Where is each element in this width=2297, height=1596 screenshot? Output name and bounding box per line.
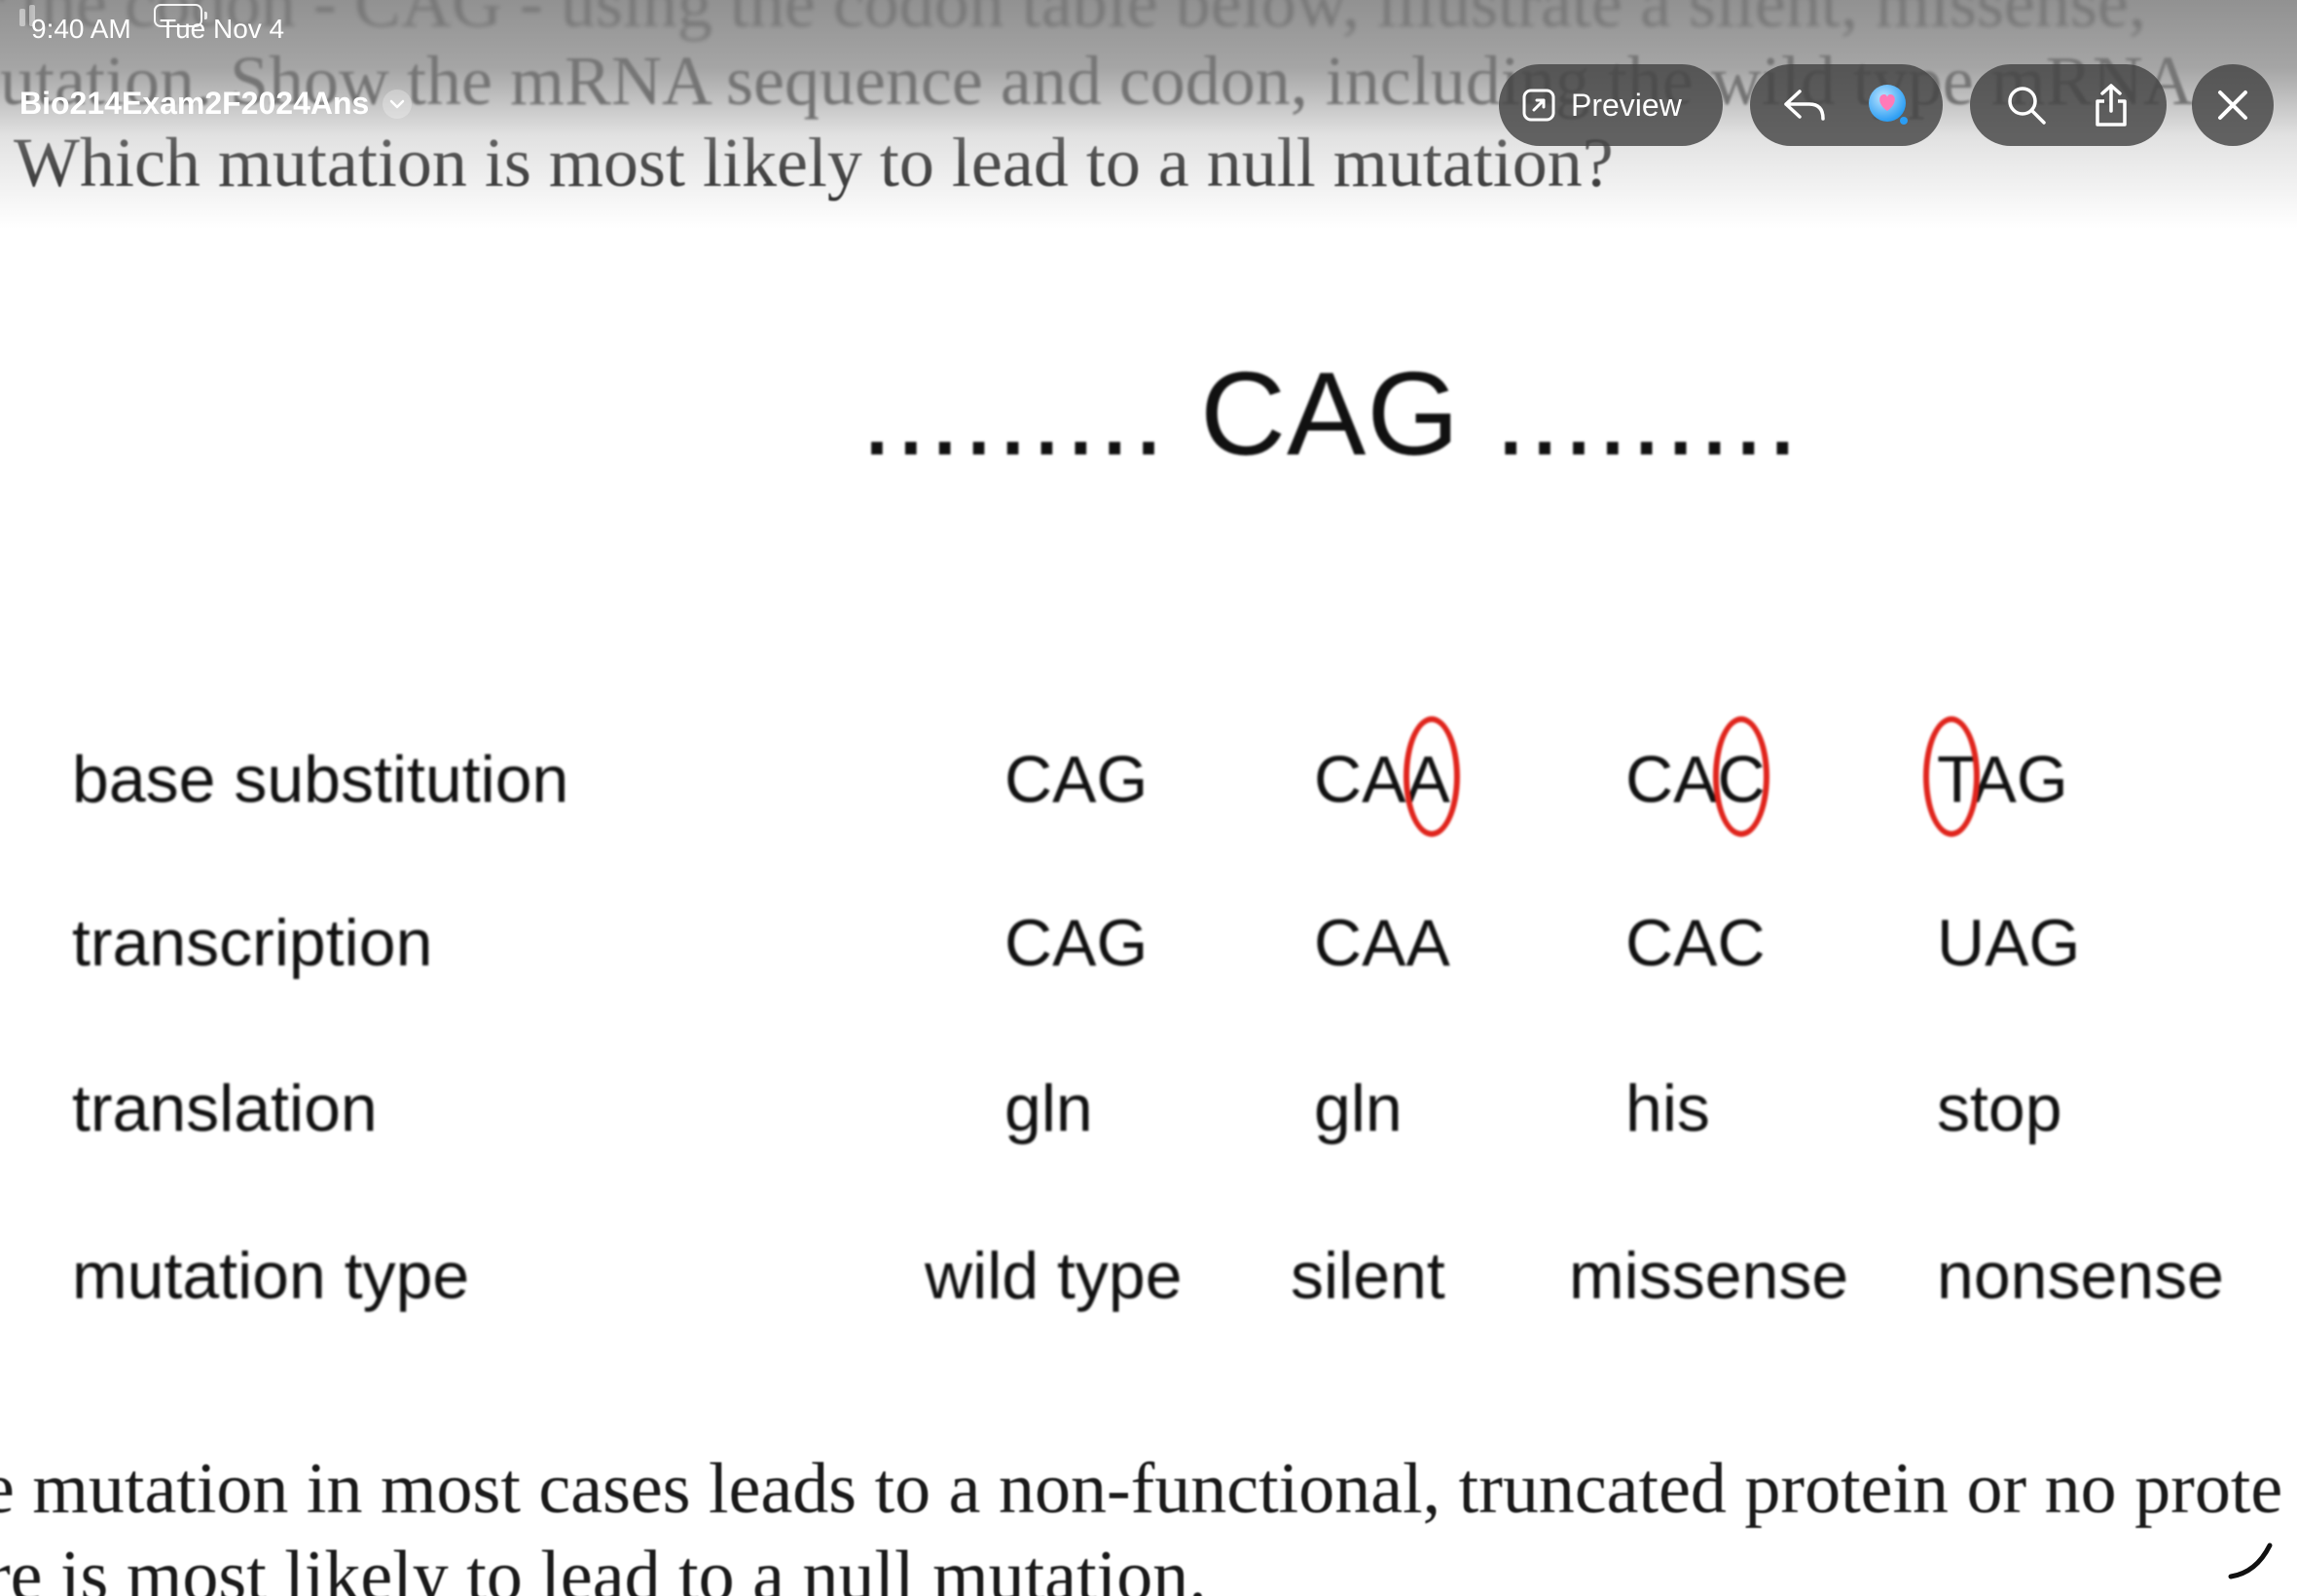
- cell-transcription-wild: CAG: [1004, 906, 1148, 980]
- cell-type-silent: silent: [1291, 1239, 1445, 1313]
- row-label-transcription: transcription: [72, 906, 433, 980]
- question-text-line-3: Which mutation is most likely to lead to…: [14, 124, 1614, 201]
- cell-type-wild: wild type: [925, 1239, 1183, 1313]
- share-button[interactable]: [2080, 74, 2142, 136]
- document-title-menu[interactable]: Bio214Exam2F2024Ans: [19, 86, 413, 122]
- mutation-slide: ......... CAG ......... base substitutio…: [0, 224, 2297, 1392]
- question-text-line-1: r the codon - CAG - using the codon tabl…: [0, 0, 2146, 42]
- row-label-base-substitution: base substitution: [72, 743, 569, 816]
- status-time: 9:40 AM: [31, 14, 131, 44]
- status-date: Tue Nov 4: [160, 14, 285, 44]
- substitution-circle-missense: [1713, 716, 1769, 837]
- substitution-circle-nonsense: [1923, 716, 1980, 837]
- share-icon: [2095, 84, 2127, 127]
- cell-translation-wild: gln: [1004, 1071, 1093, 1145]
- markup-tools-group: [1750, 64, 1943, 146]
- row-label-mutation-type: mutation type: [72, 1239, 470, 1313]
- close-icon: [2218, 91, 2247, 120]
- cell-transcription-silent: CAA: [1314, 906, 1450, 980]
- reply-arrow-icon: [1783, 90, 1825, 121]
- assistant-button[interactable]: [1857, 74, 1919, 136]
- preview-button[interactable]: Preview: [1499, 64, 1723, 146]
- row-label-translation: translation: [72, 1071, 378, 1145]
- document-title: Bio214Exam2F2024Ans: [19, 86, 370, 121]
- cell-type-nonsense: nonsense: [1937, 1239, 2224, 1313]
- preview-label: Preview: [1571, 87, 1682, 123]
- battery-icon: [154, 4, 208, 27]
- cell-type-missense: missense: [1569, 1239, 1849, 1313]
- substitution-circle-silent: [1404, 716, 1460, 837]
- reply-button[interactable]: [1774, 74, 1837, 136]
- chevron-down-icon: [383, 89, 413, 119]
- cell-translation-nonsense: stop: [1937, 1071, 2062, 1145]
- search-icon: [2007, 87, 2046, 125]
- cell-transcription-nonsense: UAG: [1937, 906, 2081, 980]
- close-button[interactable]: [2192, 64, 2274, 146]
- answer-text-line-1: e mutation in most cases leads to a non-…: [0, 1449, 2283, 1529]
- answer-text-line-2: re is most likely to lead to a null muta…: [0, 1537, 1207, 1596]
- cell-transcription-missense: CAC: [1625, 906, 1766, 980]
- codon-sequence: ......... CAG .........: [860, 347, 1801, 480]
- search-button[interactable]: [1995, 74, 2058, 136]
- pen-icon[interactable]: [2227, 1538, 2276, 1580]
- cell-translation-missense: his: [1625, 1071, 1710, 1145]
- find-share-group: [1970, 64, 2167, 146]
- cell-base-wild: CAG: [1004, 743, 1148, 816]
- external-preview-icon: [1522, 89, 1555, 122]
- heart-bubble-icon: [1868, 85, 1908, 125]
- cell-translation-silent: gln: [1314, 1071, 1403, 1145]
